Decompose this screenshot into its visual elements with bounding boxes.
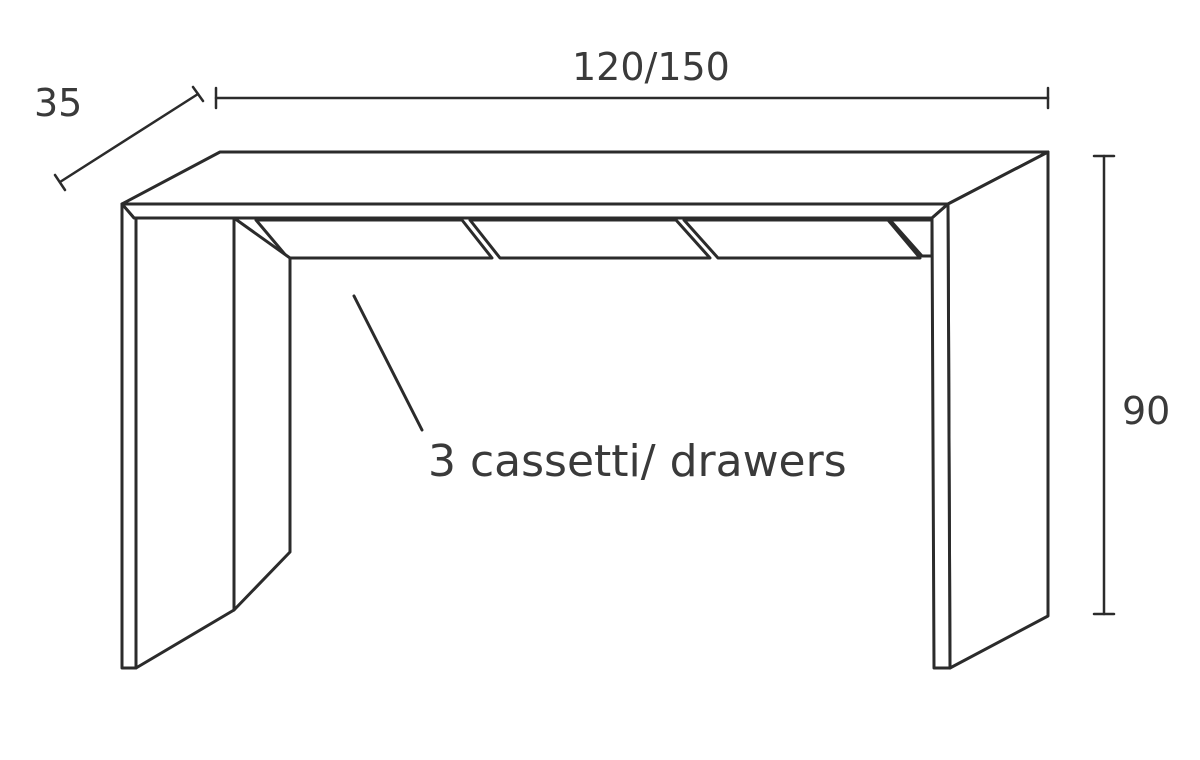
left-leg-front xyxy=(120,202,236,670)
right-leg-front xyxy=(930,202,952,670)
depth-dimension-tick-start xyxy=(53,173,67,192)
depth-dimension-tick-end xyxy=(191,85,205,103)
drawer-1 xyxy=(254,218,494,260)
drawers-label: 3 cassetti/ drawers xyxy=(428,436,847,487)
table-top-surface xyxy=(120,150,1050,206)
drawers-annotation: 3 cassetti/ drawers xyxy=(352,294,847,487)
drawers-leader-line xyxy=(352,294,424,432)
depth-dimension-label: 35 xyxy=(34,81,82,125)
width-dimension-label: 120/150 xyxy=(572,45,730,89)
left-leg-side xyxy=(232,216,292,612)
width-dimension: 120/150 xyxy=(214,45,1050,110)
height-dimension-label: 90 xyxy=(1122,389,1170,433)
drawer-3 xyxy=(682,218,922,260)
depth-dimension-line xyxy=(58,92,200,184)
table-top-front-edge xyxy=(120,202,950,220)
console-table xyxy=(120,150,1050,670)
drawer-2 xyxy=(468,218,712,260)
right-leg-side xyxy=(946,150,1050,670)
height-dimension: 90 xyxy=(1092,154,1170,616)
depth-dimension: 35 xyxy=(34,81,205,192)
